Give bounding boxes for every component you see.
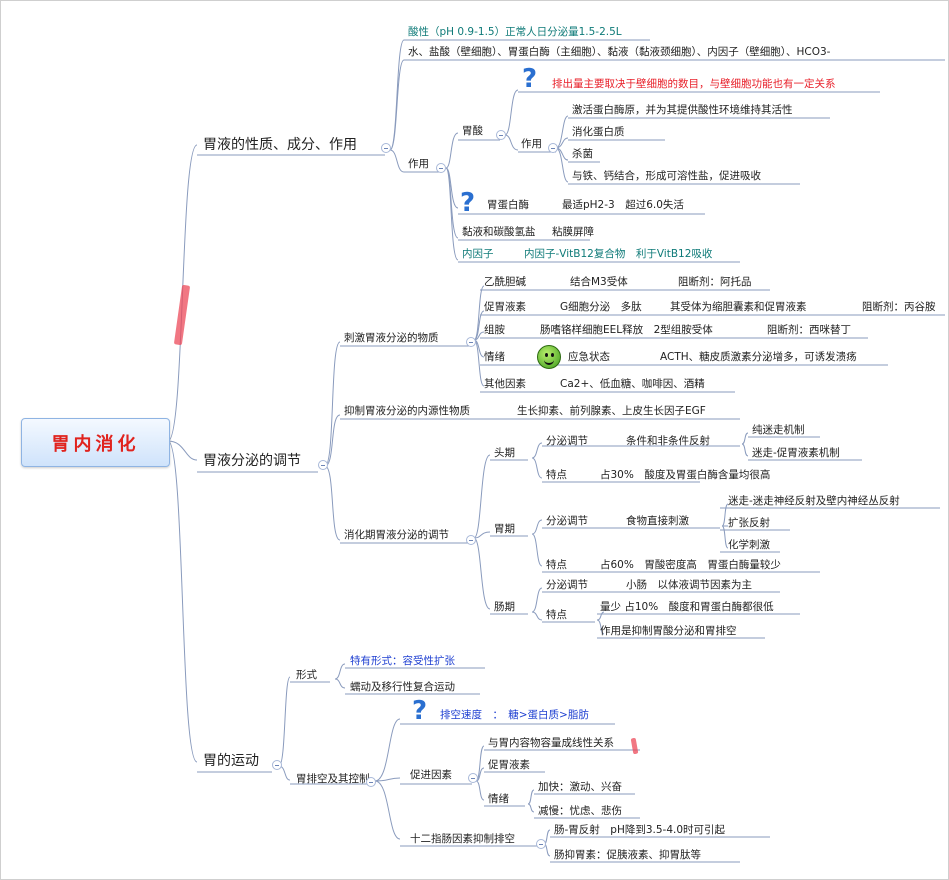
smiley-icon: [537, 345, 561, 369]
node-intestine-regulation[interactable]: 分泌调节: [546, 579, 588, 591]
question-icon: ?: [522, 64, 538, 94]
node-histamine-detail[interactable]: 肠嗜铬样细胞EEL释放 2型组胺受体: [540, 324, 713, 336]
node-digestive-phases[interactable]: 消化期胃液分泌的调节: [344, 529, 449, 541]
node-intestine-feature-item[interactable]: 作用是抑制胃酸分泌和胃排空: [600, 625, 737, 637]
node-stomach-feature[interactable]: 特点: [546, 559, 567, 571]
collapse-icon[interactable]: [536, 839, 546, 849]
node-head-reflex[interactable]: 条件和非条件反射: [626, 435, 710, 447]
node-ach-blocker[interactable]: 阻断剂：阿托品: [678, 276, 752, 288]
branch-secretion-regulation[interactable]: 胃液分泌的调节: [203, 453, 301, 469]
node-stomach-stimulus[interactable]: 食物直接刺激: [626, 515, 689, 527]
node-forms[interactable]: 形式: [296, 669, 317, 681]
node-emotion-slowdown[interactable]: 减慢：忧虑、悲伤: [538, 805, 622, 817]
node-acid-function[interactable]: 作用: [521, 138, 542, 150]
node-emergency[interactable]: 应急状态: [568, 351, 610, 363]
node-histamine-blocker[interactable]: 阻断剂：西咪替丁: [767, 324, 851, 336]
node-stomach-phase[interactable]: 胃期: [494, 523, 515, 535]
node-emptying-speed[interactable]: 排空速度 ： 糖>蛋白质>脂肪: [440, 709, 589, 721]
node-enterogastric-reflex[interactable]: 肠-胃反射 pH降到3.5-4.0时可引起: [554, 824, 726, 836]
node-pepsin-detail[interactable]: 最适pH2-3 超过6.0失活: [562, 199, 684, 211]
node-head-phase[interactable]: 头期: [494, 447, 515, 459]
node-histamine[interactable]: 组胺: [484, 324, 505, 336]
node-stomach-reflex-item[interactable]: 化学刺激: [728, 539, 770, 551]
branch-gastric-juice-properties[interactable]: 胃液的性质、成分、作用: [203, 137, 357, 153]
node-acid-note[interactable]: 排出量主要取决于壁细胞的数目，与壁细胞功能也有一定关系: [552, 78, 836, 90]
node-intrinsic-detail[interactable]: 内因子-VitB12复合物 利于VitB12吸收: [524, 248, 713, 260]
node-linear-volume[interactable]: 与胃内容物容量成线性关系: [488, 737, 614, 749]
node-intestine-phase[interactable]: 肠期: [494, 601, 515, 613]
node-stomach-reflex-item[interactable]: 扩张反射: [728, 517, 770, 529]
node-head-reflex-item[interactable]: 迷走-促胃液素机制: [752, 447, 840, 459]
question-icon: ?: [412, 696, 428, 726]
question-icon: ?: [460, 188, 476, 218]
node-function[interactable]: 作用: [408, 158, 429, 170]
collapse-icon[interactable]: [436, 163, 446, 173]
node-head-feature[interactable]: 特点: [546, 469, 567, 481]
collapse-icon[interactable]: [366, 777, 376, 787]
node-intestine-feature[interactable]: 特点: [546, 609, 567, 621]
node-pepsin[interactable]: 胃蛋白酶: [487, 199, 529, 211]
node-ach[interactable]: 乙酰胆碱: [484, 276, 526, 288]
node-enterogastrone[interactable]: 肠抑胃素：促胰液素、抑胃肽等: [554, 849, 701, 861]
node-duodenal-factors[interactable]: 十二指肠因素抑制排空: [410, 833, 515, 845]
root-topic[interactable]: 胃内消化: [21, 418, 170, 467]
node-acidity[interactable]: 酸性（pH 0.9-1.5）正常人日分泌量1.5-2.5L: [408, 26, 622, 38]
collapse-icon[interactable]: [468, 773, 478, 783]
node-other-factors-detail[interactable]: Ca2+、低血糖、咖啡因、酒精: [560, 378, 705, 390]
node-emotion-motility[interactable]: 情绪: [488, 793, 509, 805]
node-components[interactable]: 水、盐酸（壁细胞）、胃蛋白酶（主细胞）、黏液（黏液颈细胞）、内因子（壁细胞）、H…: [408, 46, 831, 58]
node-gastric-acid[interactable]: 胃酸: [462, 125, 483, 137]
node-other-factors[interactable]: 其他因素: [484, 378, 526, 390]
node-emotion-detail[interactable]: ACTH、糖皮质激素分泌增多，可诱发溃疡: [660, 351, 857, 363]
node-inhibitors-detail[interactable]: 生长抑素、前列腺素、上皮生长因子EGF: [517, 405, 706, 417]
node-gastrin-detail[interactable]: G细胞分泌 多肽: [560, 301, 642, 313]
node-ach-detail[interactable]: 结合M3受体: [570, 276, 628, 288]
collapse-icon[interactable]: [381, 143, 391, 153]
node-gastric-emptying[interactable]: 胃排空及其控制: [296, 773, 370, 785]
collapse-icon[interactable]: [272, 760, 282, 770]
node-intrinsic-factor[interactable]: 内因子: [462, 248, 494, 260]
collapse-icon[interactable]: [318, 460, 328, 470]
node-mucus-detail[interactable]: 粘膜屏障: [552, 226, 594, 238]
node-acid-effect[interactable]: 消化蛋白质: [572, 126, 625, 138]
node-intestine-feature-item[interactable]: 量少 占10% 酸度和胃蛋白酶都很低: [600, 601, 774, 613]
node-stomach-reflex-item[interactable]: 迷走-迷走神经反射及壁内神经丛反射: [728, 495, 900, 507]
node-head-reflex-item[interactable]: 纯迷走机制: [752, 424, 805, 436]
collapse-icon[interactable]: [548, 143, 558, 153]
node-acid-effect[interactable]: 激活蛋白酶原，并为其提供酸性环境维持其活性: [572, 104, 793, 116]
collapse-icon[interactable]: [496, 130, 506, 140]
node-gastrin-blocker[interactable]: 阻断剂：丙谷胺: [862, 301, 936, 313]
node-head-regulation[interactable]: 分泌调节: [546, 435, 588, 447]
node-acid-effect[interactable]: 杀菌: [572, 148, 593, 160]
node-stomach-regulation[interactable]: 分泌调节: [546, 515, 588, 527]
root-title: 胃内消化: [51, 433, 140, 455]
node-head-feature-detail[interactable]: 占30% 酸度及胃蛋白酶含量均很高: [600, 469, 771, 481]
collapse-icon[interactable]: [466, 337, 476, 347]
node-intestine-detail[interactable]: 小肠 以体液调节因素为主: [626, 579, 752, 591]
node-stimulants[interactable]: 刺激胃液分泌的物质: [344, 332, 439, 344]
branch-gastric-motility[interactable]: 胃的运动: [203, 753, 259, 769]
node-mucus[interactable]: 黏液和碳酸氢盐: [462, 226, 536, 238]
node-peristalsis[interactable]: 蠕动及移行性复合运动: [350, 681, 455, 693]
node-stomach-feature-detail[interactable]: 占60% 胃酸密度高 胃蛋白酶量较少: [600, 559, 781, 571]
node-inhibitors[interactable]: 抑制胃液分泌的内源性物质: [344, 405, 470, 417]
node-receptive-relaxation[interactable]: 特有形式：容受性扩张: [350, 655, 455, 667]
node-gastrin-receptor[interactable]: 其受体为缩胆囊素和促胃液素: [670, 301, 807, 313]
node-emotion-speedup[interactable]: 加快：激动、兴奋: [538, 781, 622, 793]
node-emotion[interactable]: 情绪: [484, 351, 505, 363]
node-gastrin[interactable]: 促胃液素: [484, 301, 526, 313]
node-promote-factors[interactable]: 促进因素: [410, 769, 452, 781]
node-gastrin-promote[interactable]: 促胃液素: [488, 759, 530, 771]
collapse-icon[interactable]: [466, 535, 476, 545]
node-acid-effect[interactable]: 与铁、钙结合，形成可溶性盐，促进吸收: [572, 170, 761, 182]
